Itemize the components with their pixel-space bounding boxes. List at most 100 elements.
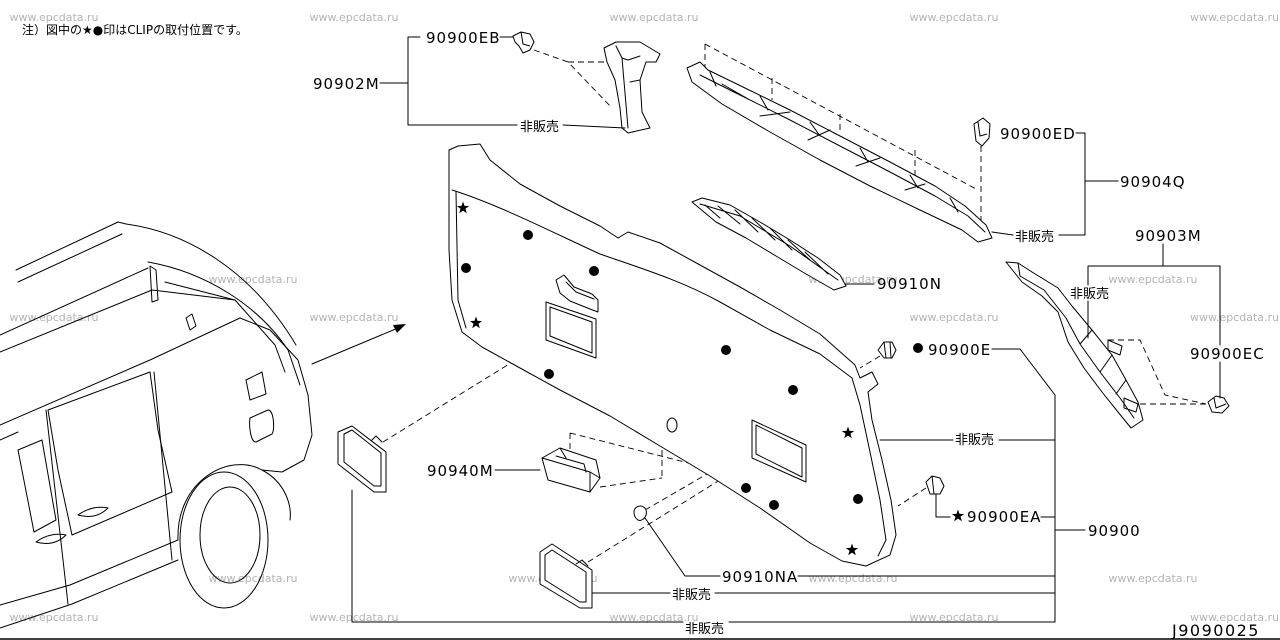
lamp-opening-lower [751, 419, 807, 483]
callout-90900ED: 90900ED [1000, 125, 1076, 143]
watermark-text: www.epcdata.ru [309, 11, 398, 24]
clip-star [951, 509, 965, 522]
watermark-text: www.epcdata.ru [309, 611, 398, 624]
watermark-text: www.epcdata.ru [1190, 611, 1279, 624]
clip-90900E [877, 341, 897, 359]
rear-quarter-glass [164, 281, 286, 373]
direction-arrowhead [393, 324, 406, 333]
rear-tire [179, 471, 269, 609]
trim-panel-90900 [448, 143, 897, 567]
clip-dot [589, 266, 599, 276]
clip-dot [461, 263, 471, 273]
watermark-text: www.epcdata.ru [9, 611, 98, 624]
frame-left-outline [337, 425, 387, 493]
clip-dot [769, 500, 779, 510]
clip-90900EA [925, 475, 945, 495]
clip-90900EC [1207, 395, 1230, 414]
leader-lines [351, 36, 1221, 623]
door-handle [35, 506, 109, 544]
callout-90900EC: 90900EC [1190, 345, 1265, 363]
front-window [17, 439, 57, 533]
part-90910N-hatch [699, 203, 839, 281]
vehicle-illustration [0, 221, 313, 629]
part-90910N-outline [691, 197, 847, 291]
callout-90900: 90900 [1088, 522, 1141, 540]
rear-opening [147, 261, 301, 386]
part-90940M-detail [541, 447, 601, 493]
side-window [47, 371, 173, 536]
part-90904Q-ribs [699, 71, 986, 233]
part-90903M-outline [1005, 261, 1144, 429]
rear-end [239, 317, 313, 473]
clip-dot [788, 385, 798, 395]
watermark-text: www.epcdata.ru [808, 572, 897, 585]
clip-dot [544, 369, 554, 379]
callout-90900E: 90900E [928, 341, 991, 359]
lower-body [0, 539, 179, 629]
part-90902M [603, 41, 661, 134]
callout-90904Q: 90904Q [1120, 173, 1186, 191]
part-90904Q [686, 61, 993, 243]
frame-left [337, 425, 387, 493]
clip-90900ED [973, 117, 991, 147]
assembly-dashed-lines [382, 43, 1207, 563]
watermark-text: www.epcdata.ru [909, 611, 998, 624]
clip-dot [523, 230, 533, 240]
pull-handle-recess [555, 274, 599, 313]
not-for-sale-label: 非販売 [685, 621, 724, 637]
roof-side [0, 267, 236, 353]
direction-arrow [311, 327, 399, 365]
frame-lower [539, 543, 593, 609]
roof-outline [125, 223, 297, 346]
watermark-text: www.epcdata.ru [1190, 11, 1279, 24]
part-90903M [1005, 261, 1144, 429]
frame-lower-outline [539, 543, 593, 609]
watermark-text: www.epcdata.ru [208, 572, 297, 585]
door-edge [45, 371, 173, 605]
wheel-arch [177, 464, 291, 541]
watermark-text: www.epcdata.ru [1108, 572, 1197, 585]
part-90902M-outline [603, 41, 661, 134]
clip-dot [741, 483, 751, 493]
part-90940M-outline [541, 447, 601, 493]
diagram-code: J9090025 [1171, 621, 1260, 640]
fuel-lid [249, 409, 275, 443]
body-side [0, 317, 241, 441]
frame-lower-inner [544, 549, 589, 603]
not-for-sale-label: 非販売 [672, 587, 711, 603]
lamp-opening-upper [545, 301, 597, 359]
clip-90900EB [512, 31, 535, 54]
clip-position-note: 注）図中の★●印はCLIPの取付位置です。 [22, 22, 248, 37]
callout-90902M: 90902M [313, 75, 380, 93]
part-90902M-detail [615, 45, 641, 129]
callout-90900EA: 90900EA [967, 508, 1041, 526]
watermark-text: www.epcdata.ru [309, 311, 398, 324]
plug-hole [666, 417, 678, 433]
roof-rail [15, 221, 127, 283]
callout-90940M: 90940M [427, 462, 494, 480]
panel-left-inner-edge [455, 191, 467, 329]
not-for-sale-label: 非販売 [520, 119, 559, 135]
watermark-text: www.epcdata.ru [208, 273, 297, 286]
clip-dot [721, 345, 731, 355]
watermark-text: www.epcdata.ru [909, 11, 998, 24]
rear-lamp [245, 371, 267, 401]
clip-dot [913, 343, 923, 353]
plug-90910NA [633, 505, 647, 521]
frame-left-inner [343, 429, 383, 487]
rear-wheel [199, 486, 261, 584]
callout-90903M: 90903M [1135, 227, 1202, 245]
watermark-text: www.epcdata.ru [609, 11, 698, 24]
callout-90910NA: 90910NA [722, 568, 798, 586]
not-for-sale-label: 非販売 [955, 432, 994, 448]
watermark-text: www.epcdata.ru [909, 311, 998, 324]
watermark-text: www.epcdata.ru [609, 611, 698, 624]
part-90903M-detail [1017, 262, 1139, 419]
watermark-text: www.epcdata.ru [1108, 273, 1197, 286]
part-90940M [541, 447, 601, 493]
watermark-text: www.epcdata.ru [1190, 311, 1279, 324]
callout-90900EB: 90900EB [426, 29, 501, 47]
watermark-text: www.epcdata.ru [9, 11, 98, 24]
tailgate-hinge [149, 265, 197, 331]
